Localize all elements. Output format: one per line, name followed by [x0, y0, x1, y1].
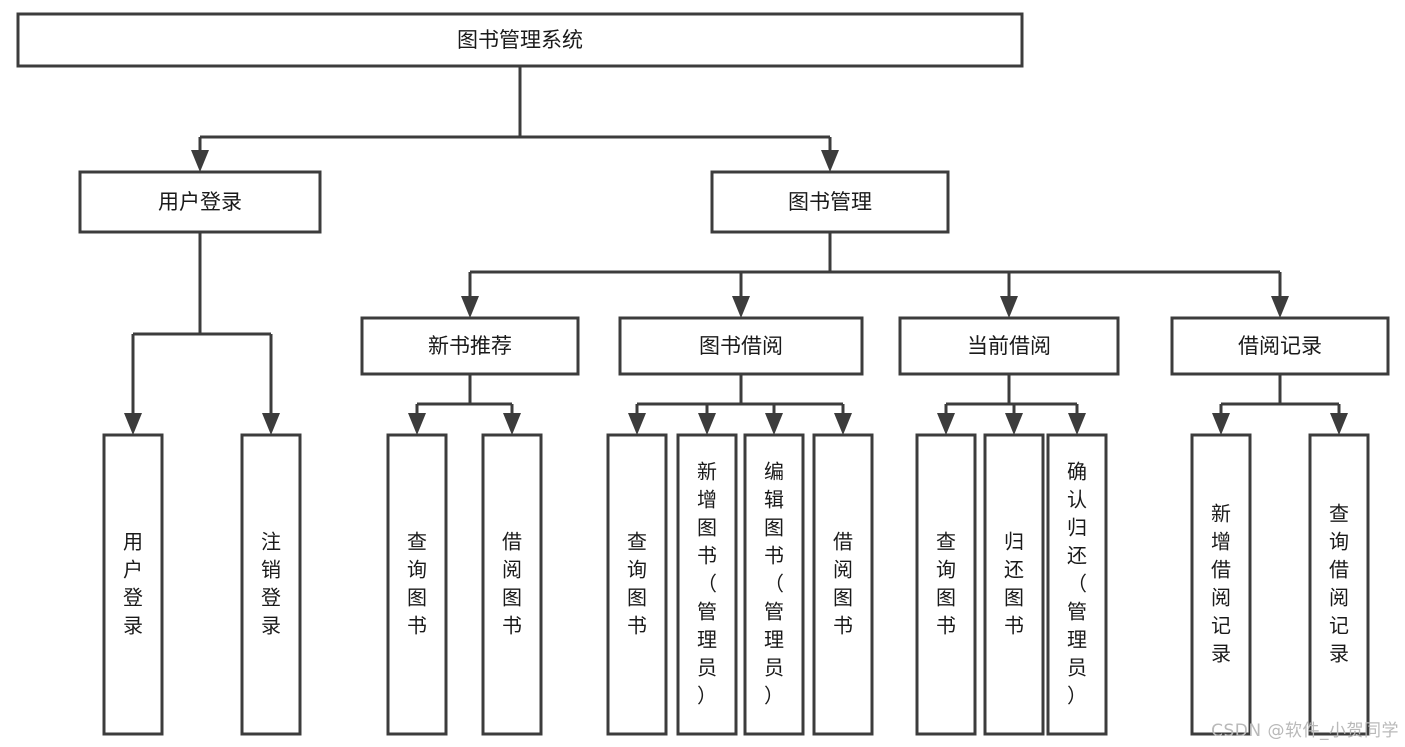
- node-l13[interactable]: 查询借阅记录: [1308, 433, 1370, 736]
- node-label: 借阅图书: [502, 529, 522, 637]
- node-l6[interactable]: 新增图书（管理员）: [676, 433, 738, 736]
- node-label: 用户登录: [158, 190, 242, 214]
- node-root[interactable]: 图书管理系统: [16, 12, 1024, 68]
- node-l8[interactable]: 借阅图书: [812, 433, 874, 736]
- node-box[interactable]: [1190, 433, 1252, 736]
- node-label: 新书推荐: [428, 334, 512, 358]
- node-box[interactable]: [743, 433, 805, 736]
- edge-group: [1212, 374, 1348, 435]
- node-label: 新增图书（管理员）: [697, 459, 717, 707]
- node-box[interactable]: [915, 433, 977, 736]
- node-label: 图书管理: [788, 190, 872, 214]
- edge-group: [408, 374, 521, 435]
- node-l5[interactable]: 查询图书: [606, 433, 668, 736]
- node-box[interactable]: [1308, 433, 1370, 736]
- node-label: 注销登录: [261, 529, 281, 637]
- edge-group: [628, 374, 852, 435]
- node-n3_4[interactable]: 借阅记录: [1170, 316, 1390, 376]
- node-label: 查询图书: [936, 529, 956, 637]
- node-label: 借阅记录: [1238, 334, 1322, 358]
- node-label: 图书管理系统: [457, 28, 583, 52]
- node-label: 编辑图书（管理员）: [764, 459, 784, 707]
- node-box[interactable]: [481, 433, 543, 736]
- edge-group: [937, 374, 1086, 435]
- node-box[interactable]: [1046, 433, 1108, 736]
- node-l11[interactable]: 确认归还（管理员）: [1046, 433, 1108, 736]
- node-box[interactable]: [606, 433, 668, 736]
- node-box[interactable]: [676, 433, 738, 736]
- node-box[interactable]: [360, 316, 580, 376]
- node-n3_1[interactable]: 新书推荐: [360, 316, 580, 376]
- node-label: 当前借阅: [967, 334, 1051, 358]
- edge-group: [191, 66, 839, 172]
- node-box[interactable]: [78, 170, 322, 234]
- node-label: 确认归还（管理员）: [1067, 459, 1087, 707]
- edge-group: [124, 232, 280, 435]
- watermark-text: CSDN @软件_小贺同学: [1211, 721, 1399, 741]
- edge-group: [461, 232, 1289, 318]
- node-l12[interactable]: 新增借阅记录: [1190, 433, 1252, 736]
- node-label: 借阅图书: [833, 529, 853, 637]
- node-l4[interactable]: 借阅图书: [481, 433, 543, 736]
- node-box[interactable]: [386, 433, 448, 736]
- node-label: 查询借阅记录: [1329, 501, 1349, 665]
- node-l2[interactable]: 注销登录: [240, 433, 302, 736]
- node-l10[interactable]: 归还图书: [983, 433, 1045, 736]
- node-l9[interactable]: 查询图书: [915, 433, 977, 736]
- node-box[interactable]: [983, 433, 1045, 736]
- node-box[interactable]: [812, 433, 874, 736]
- node-n2_1[interactable]: 用户登录: [78, 170, 322, 234]
- node-label: 查询图书: [407, 529, 427, 637]
- node-box[interactable]: [710, 170, 950, 234]
- node-label: 查询图书: [627, 529, 647, 637]
- node-box[interactable]: [240, 433, 302, 736]
- node-label: 归还图书: [1004, 529, 1024, 637]
- node-box[interactable]: [16, 12, 1024, 68]
- node-l3[interactable]: 查询图书: [386, 433, 448, 736]
- node-label: 图书借阅: [699, 334, 783, 358]
- node-box[interactable]: [102, 433, 164, 736]
- node-label: 用户登录: [123, 529, 143, 637]
- node-box[interactable]: [898, 316, 1120, 376]
- node-n3_3[interactable]: 当前借阅: [898, 316, 1120, 376]
- node-box[interactable]: [1170, 316, 1390, 376]
- node-box[interactable]: [618, 316, 864, 376]
- nodes-layer: 图书管理系统用户登录图书管理新书推荐图书借阅当前借阅借阅记录用户登录注销登录查询…: [16, 12, 1390, 736]
- edges-layer: [124, 66, 1348, 435]
- node-n2_2[interactable]: 图书管理: [710, 170, 950, 234]
- node-label: 新增借阅记录: [1211, 501, 1231, 665]
- node-l1[interactable]: 用户登录: [102, 433, 164, 736]
- node-n3_2[interactable]: 图书借阅: [618, 316, 864, 376]
- node-l7[interactable]: 编辑图书（管理员）: [743, 433, 805, 736]
